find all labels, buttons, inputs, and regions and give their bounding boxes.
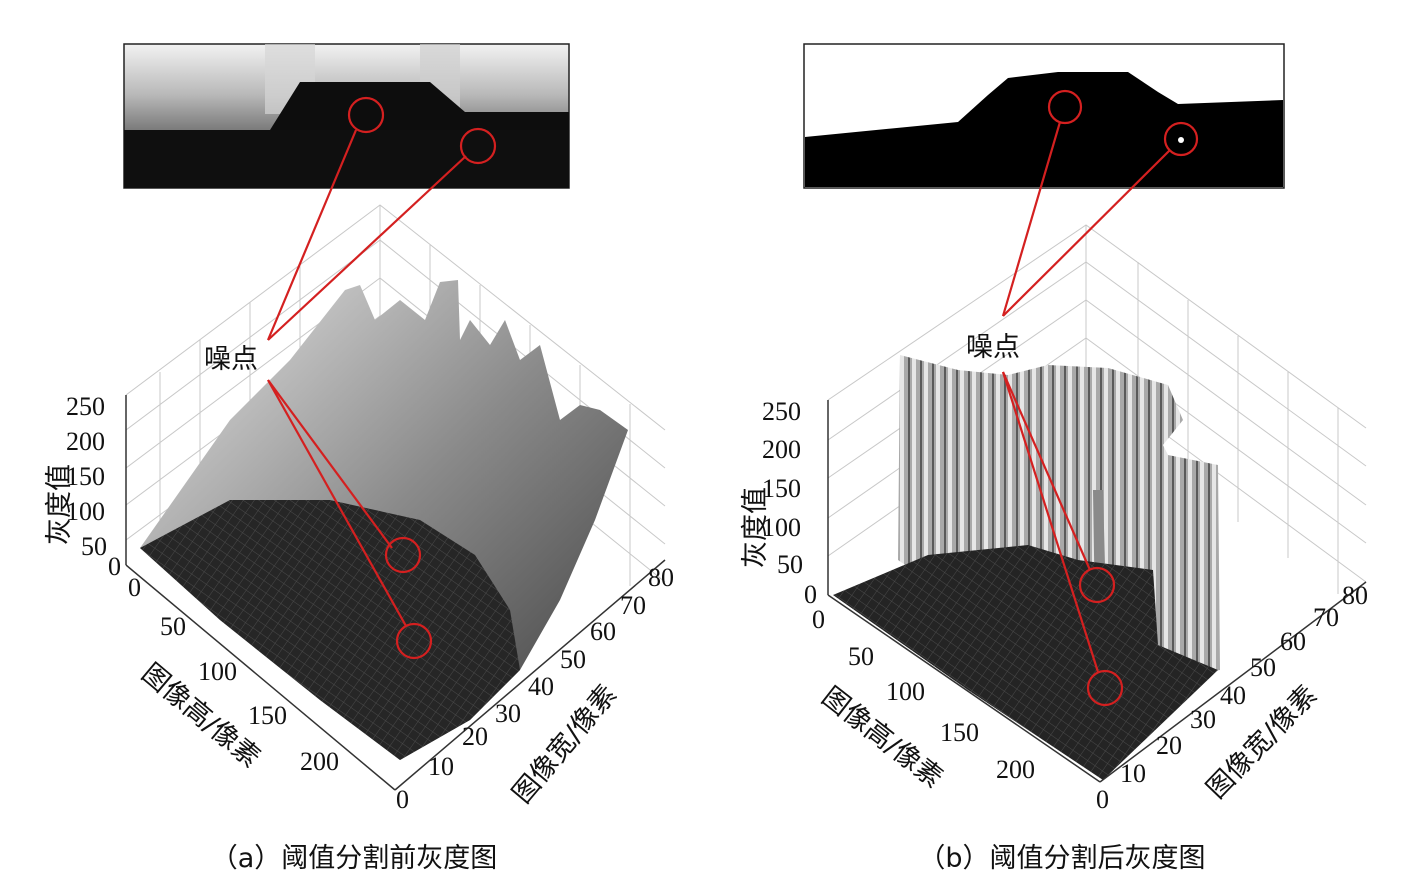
x-tick: 10 <box>1120 759 1146 788</box>
z-tick: 200 <box>66 427 105 456</box>
chart-panel-a: 250 200 150 100 50 0 灰度值 0 50 100 150 20… <box>44 43 674 874</box>
z-tick: 50 <box>777 550 803 579</box>
x-tick: 30 <box>495 699 521 728</box>
x-tick: 60 <box>1280 627 1306 656</box>
z-tick: 0 <box>108 552 121 581</box>
z-axis-label: 灰度值 <box>740 487 771 568</box>
y-ticks-a: 0 50 100 150 200 <box>128 573 339 776</box>
z-tick: 250 <box>762 397 801 426</box>
z-tick: 100 <box>762 513 801 542</box>
x-tick: 70 <box>1313 603 1339 632</box>
x-tick: 60 <box>590 617 616 646</box>
x-tick: 80 <box>648 563 674 592</box>
x-tick: 40 <box>1220 681 1246 710</box>
x-tick: 80 <box>1342 581 1368 610</box>
noise-label: 噪点 <box>966 332 1020 363</box>
x-axis-label: 图像宽/像素 <box>507 679 623 809</box>
y-tick: 50 <box>160 612 186 641</box>
z-axis-label: 灰度值 <box>44 464 75 545</box>
z-tick: 0 <box>804 580 817 609</box>
z-tick: 150 <box>66 462 105 491</box>
x-tick: 10 <box>428 752 454 781</box>
x-tick: 30 <box>1190 705 1216 734</box>
x-tick: 40 <box>528 672 554 701</box>
inset-photo-b <box>803 43 1285 189</box>
x-ticks-a: 0 10 20 30 40 50 60 70 80 <box>396 563 674 814</box>
noise-label: 噪点 <box>204 344 258 375</box>
y-tick: 200 <box>300 747 339 776</box>
x-tick: 20 <box>462 722 488 751</box>
y-tick: 100 <box>198 657 237 686</box>
y-axis-label: 图像高/像素 <box>816 681 949 794</box>
chart-panel-b: 250 200 150 100 50 0 灰度值 0 50 100 150 20… <box>708 0 1416 891</box>
z-tick: 200 <box>762 435 801 464</box>
surface-a <box>140 280 628 760</box>
surface-b <box>833 355 1220 780</box>
inset-photo-a <box>123 43 570 189</box>
y-tick: 200 <box>996 755 1035 784</box>
z-tick: 250 <box>66 392 105 421</box>
y-tick: 50 <box>848 642 874 671</box>
chart-b-svg: 250 200 150 100 50 0 灰度值 0 50 100 150 20… <box>740 43 1368 814</box>
z-tick: 150 <box>762 474 801 503</box>
z-ticks-a: 250 200 150 100 50 0 <box>66 392 121 581</box>
x-tick: 0 <box>1096 785 1109 814</box>
axes-b <box>827 400 1367 783</box>
y-tick: 0 <box>812 605 825 634</box>
z-tick: 100 <box>66 497 105 526</box>
x-tick: 70 <box>620 591 646 620</box>
y-tick: 150 <box>248 701 287 730</box>
axes-a <box>125 395 666 791</box>
x-tick: 50 <box>1250 653 1276 682</box>
chart-a-svg: 250 200 150 100 50 0 灰度值 0 50 100 150 20… <box>44 43 674 814</box>
z-tick: 50 <box>81 532 107 561</box>
x-tick: 20 <box>1156 731 1182 760</box>
x-ticks-b: 0 10 20 30 40 50 60 70 80 <box>1096 581 1368 814</box>
x-tick: 0 <box>396 785 409 814</box>
noise-annotation-b <box>1001 89 1199 707</box>
z-ticks-b: 250 200 150 100 50 0 <box>762 397 817 609</box>
noise-annotation-a <box>266 96 497 660</box>
y-ticks-b: 0 50 100 150 200 <box>812 605 1035 784</box>
y-tick: 100 <box>886 677 925 706</box>
caption-a: （a）阈值分割前灰度图 <box>210 843 498 874</box>
x-tick: 50 <box>560 645 586 674</box>
y-tick: 0 <box>128 573 141 602</box>
y-tick: 150 <box>940 718 979 747</box>
caption-b: （b）阈值分割后灰度图 <box>918 843 1206 874</box>
